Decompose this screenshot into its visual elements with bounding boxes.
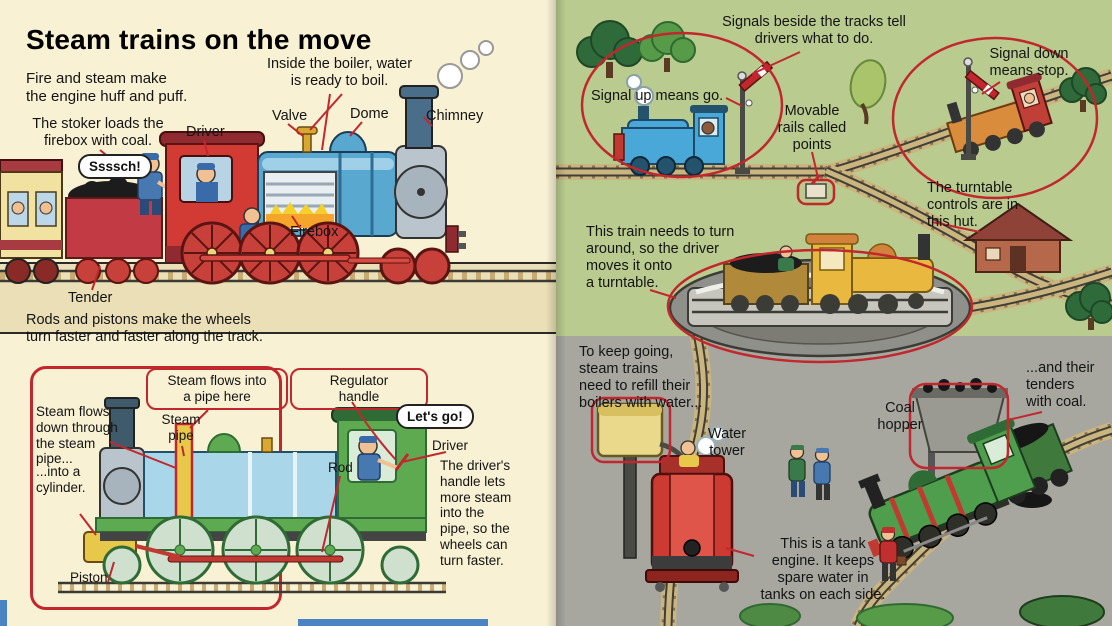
speech-bubble-ssssch: Ssssch! [78, 154, 152, 179]
smokebox-and-chimney [394, 40, 494, 253]
turntable-note: This train needs to turn around, so the … [586, 224, 735, 291]
drivers-handle-note: The driver's handle lets more steam into… [440, 458, 512, 568]
dome-label: Dome [350, 106, 389, 122]
turntable-engine [723, 233, 934, 314]
page-edge-strip [298, 619, 488, 626]
passenger-carriage [0, 159, 63, 284]
firebox-cutaway [263, 171, 337, 231]
hut [962, 202, 1074, 273]
boiler-note: Inside the boiler, water is ready to boi… [266, 56, 413, 89]
wheel [296, 221, 360, 285]
book-spine [546, 0, 566, 626]
dome [328, 131, 368, 153]
valve-label: Valve [272, 108, 308, 124]
diagram-engine [58, 397, 446, 594]
tree [1065, 282, 1112, 330]
page-title: Steam trains on the move [26, 24, 372, 55]
signals-note: Signals beside the tracks tell drivers w… [722, 14, 906, 47]
connecting-rod [199, 254, 351, 262]
smoke-puff [437, 63, 463, 89]
steam-puff [634, 86, 654, 106]
coal-note: ...and their tenders with coal. [1026, 360, 1095, 410]
points-note: Movable rails called points [777, 103, 847, 153]
diagram-driver-figure [357, 436, 410, 481]
bush [739, 603, 801, 626]
signal-up-post [735, 60, 774, 174]
tree [638, 21, 696, 72]
wheel [238, 221, 302, 285]
boiler [239, 151, 399, 249]
tree [849, 59, 887, 125]
smoke-puff [460, 50, 480, 70]
diagram-driver-label: Driver [432, 438, 468, 453]
callout-shapes-right [580, 31, 1099, 557]
tree [576, 20, 643, 78]
steam-puff [710, 426, 726, 442]
orange-engine [945, 72, 1053, 158]
regulator-handle-label: Regulator handle [290, 368, 428, 410]
driver-label: Driver [186, 124, 225, 140]
red-tank-engine [645, 426, 739, 592]
wheel [379, 247, 417, 285]
steam-down-note: Steam flows down through the steam pipe.… [36, 404, 118, 467]
driving-wheels [180, 221, 451, 285]
tender-label: Tender [68, 290, 113, 306]
safety-valve [296, 126, 318, 153]
diagram-wheels [102, 515, 420, 585]
diagram-boiler [143, 451, 337, 519]
steam-pipe-label: Steam pipe [161, 412, 201, 443]
blue-engine-driver [701, 121, 715, 135]
diagram-coupling-rod [167, 555, 344, 563]
wheel [413, 247, 451, 285]
water-tower-label: Water tower [707, 426, 747, 459]
smoke-puff [478, 40, 494, 56]
firebox-label: Firebox [290, 224, 339, 240]
diagram-dome [206, 433, 242, 453]
signal-down-note: Signal down means stop. [989, 46, 1069, 79]
tank-engine-driver [680, 440, 696, 456]
rail-workers [788, 444, 831, 500]
conductor-figure [879, 526, 907, 581]
chimney-label: Chimney [426, 108, 484, 124]
signal-up-note: Signal up means go. [591, 88, 724, 104]
intro-note: Fire and steam make the engine huff and … [26, 70, 188, 105]
water-note: To keep going, steam trains need to refi… [579, 344, 703, 411]
cylinder-note: ...into a cylinder. [36, 464, 86, 495]
rods-note: Rods and pistons make the wheels turn fa… [26, 312, 263, 345]
rod-label: Rod [328, 460, 353, 475]
wheel [180, 221, 244, 285]
piston-label: Piston [70, 570, 108, 585]
hut-note: The turntable controls are in this hut. [927, 180, 1019, 230]
blue-tank-engine [613, 74, 728, 176]
diagram-piston-rod [135, 544, 181, 559]
tender [65, 176, 163, 284]
stoker-note: The stoker loads the firebox with coal. [32, 116, 164, 149]
speech-bubble-lets-go: Let's go! [396, 404, 474, 429]
coal-hopper-label: Coal hopper [877, 400, 923, 433]
tank-engine-note: This is a tank engine. It keeps spare wa… [760, 536, 886, 603]
bush [856, 603, 954, 626]
page-edge-strip [0, 600, 7, 626]
track-turntable-right [954, 264, 1112, 318]
steam-into-pipe-label: Steam flows into a pipe here [146, 368, 288, 410]
steam-puff [626, 74, 642, 90]
bush [1019, 595, 1105, 626]
piston-rod [347, 257, 411, 264]
